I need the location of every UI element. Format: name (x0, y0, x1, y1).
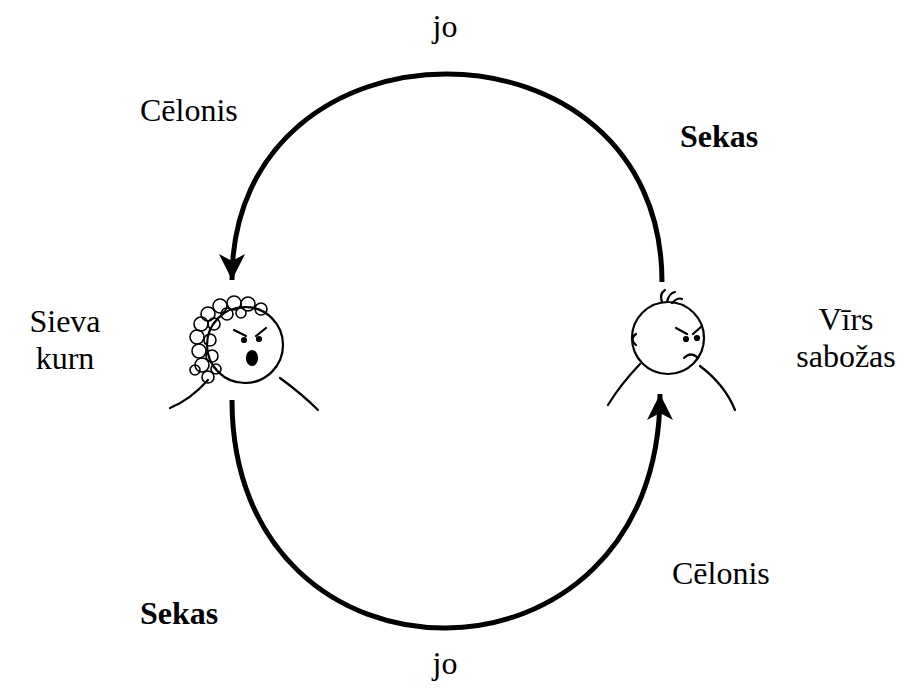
node-caption: Vīrs sabožas (787, 301, 905, 375)
edge-label: jo (430, 8, 461, 45)
wife-figure (170, 296, 318, 410)
husband-figure (608, 290, 735, 410)
figure-node: Sieva kurn (5, 280, 325, 400)
arc-label: Sekas (680, 118, 758, 155)
arc-label: Cēlonis (672, 555, 770, 592)
arc-label: Sekas (140, 595, 218, 632)
edge-label: jo (430, 645, 461, 682)
arc-label: Cēlonis (140, 92, 238, 129)
node-caption: Sieva kurn (5, 303, 125, 377)
figure-node: Vīrs sabožas (590, 282, 905, 394)
cycle-arrow (232, 74, 662, 282)
cycle-arrow (232, 394, 660, 628)
